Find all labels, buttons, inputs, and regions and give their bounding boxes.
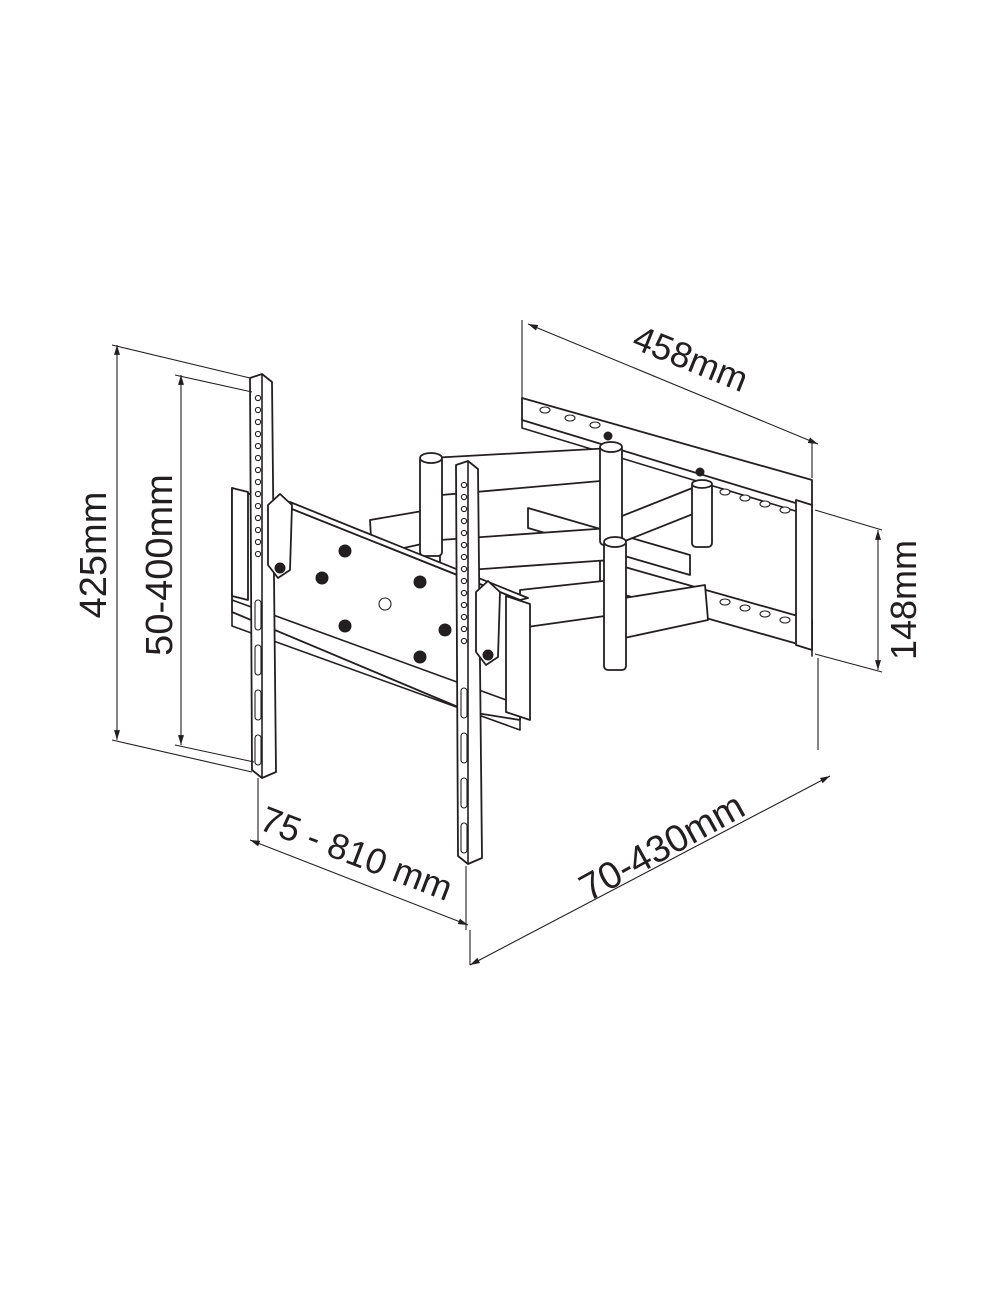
dim-label-425mm: 425mm <box>73 492 115 619</box>
dimension-lines <box>111 320 883 966</box>
dim-label-148mm: 148mm <box>883 540 924 660</box>
articulating-arms <box>369 441 713 671</box>
dim-label-458mm: 458mm <box>627 317 754 400</box>
left-tv-bracket <box>249 373 293 779</box>
right-bracket-holes <box>460 481 468 854</box>
dim-label-70-430mm: 70-430mm <box>573 785 752 910</box>
left-bracket-holes <box>254 394 262 766</box>
dim-label-50-400mm: 50-400mm <box>139 474 181 656</box>
mounting-screws <box>315 544 452 664</box>
arm-joints <box>419 441 713 671</box>
